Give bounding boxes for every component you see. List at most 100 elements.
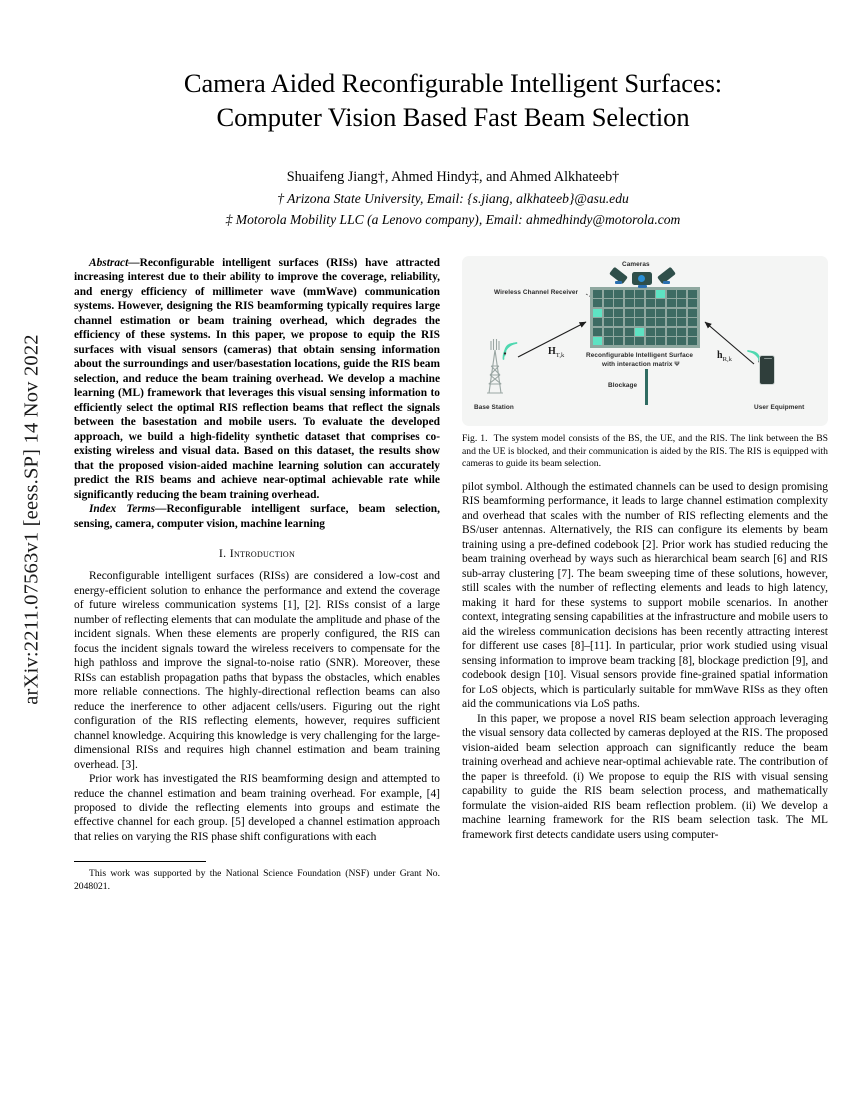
page-title-line-1: Camera Aided Reconfigurable Intelligent …: [183, 68, 723, 98]
ris-element: [677, 299, 687, 308]
ris-element: [645, 308, 655, 317]
figure-label-user-equipment: User Equipment: [754, 404, 805, 411]
index-terms-text: Reconfigurable intelligent surface, beam…: [74, 503, 440, 530]
figure-math-channel-bs: HT,k: [548, 346, 565, 359]
figure-1-caption-label: Fig. 1.: [462, 433, 488, 444]
ris-element: [603, 318, 613, 327]
ris-element: [624, 327, 634, 336]
footnote-block: This work was supported by the National …: [74, 861, 440, 893]
page-title-line-2: Computer Vision Based Fast Beam Selectio…: [216, 102, 690, 133]
two-column-body: Abstract—Reconfigurable intelligent surf…: [56, 256, 850, 893]
author-block: Shuaifeng Jiang†, Ahmed Hindy‡, and Ahme…: [56, 166, 850, 230]
ris-element-highlighted: [593, 337, 602, 345]
ris-element: [645, 299, 655, 308]
ris-element: [635, 337, 645, 345]
figure-1-caption-text: The system model consists of the BS, the…: [462, 433, 829, 470]
ris-element: [635, 299, 645, 308]
footnote-text: This work was supported by the National …: [74, 868, 440, 892]
figure-1-caption: Fig. 1. The system model consists of the…: [462, 433, 828, 471]
ris-element: [656, 318, 666, 327]
ris-element: [666, 290, 676, 298]
user-equipment-phone-icon: [759, 355, 775, 385]
arxiv-stamp: arXiv:2211.07563v1 [eess.SP] 14 Nov 2022: [0, 0, 56, 1100]
left-column: Abstract—Reconfigurable intelligent surf…: [74, 256, 440, 893]
arxiv-stamp-text: arXiv:2211.07563v1 [eess.SP] 14 Nov 2022: [20, 334, 43, 705]
ris-element: [677, 318, 687, 327]
ris-element: [635, 308, 645, 317]
ris-element: [624, 308, 634, 317]
figure-label-cameras: Cameras: [622, 261, 650, 268]
ris-element: [624, 318, 634, 327]
page-title: Camera Aided Reconfigurable Intelligent …: [103, 66, 803, 135]
ris-element: [624, 290, 634, 298]
camera-right-stand: [663, 281, 670, 284]
section-heading-introduction: I. Introduction: [218, 546, 296, 561]
figure-label-ris-line-1: Reconfigurable Intelligent Surface: [586, 352, 694, 359]
title-block: Camera Aided Reconfigurable Intelligent …: [56, 0, 850, 230]
ris-element: [656, 308, 666, 317]
abstract-paragraph: Abstract—Reconfigurable intelligent surf…: [74, 256, 440, 502]
ris-element: [666, 299, 676, 308]
ris-element: [645, 318, 655, 327]
ris-element: [677, 327, 687, 336]
ris-element: [614, 327, 624, 336]
author-affiliation-1: † Arizona State University, Email: {s.ji…: [277, 190, 629, 206]
ris-element: [656, 337, 666, 345]
figure-label-ris-line-2: with interaction matrix Ψ: [602, 361, 680, 368]
ris-element: [603, 299, 613, 308]
ris-element: [677, 337, 687, 345]
ris-element: [645, 327, 655, 336]
ris-element: [593, 327, 602, 336]
ris-element: [603, 327, 613, 336]
paper-page: Camera Aided Reconfigurable Intelligent …: [56, 0, 850, 1100]
figure-1-canvas: Cameras Wireless Channel Receiver Reconf…: [462, 256, 828, 426]
ris-element: [593, 318, 602, 327]
ris-element-highlighted: [593, 308, 602, 317]
ris-element: [688, 290, 697, 298]
camera-left-stand: [615, 281, 622, 284]
bs-antenna-dot: [503, 352, 507, 355]
blockage-bar: [645, 369, 648, 405]
figure-math-channel-ue: hR,k: [717, 350, 732, 363]
ris-element: [688, 327, 697, 336]
ris-element-highlighted: [635, 327, 645, 336]
ris-element: [614, 318, 624, 327]
ris-element: [614, 290, 624, 298]
ris-element: [677, 308, 687, 317]
ris-element-highlighted: [656, 290, 666, 298]
ris-element: [688, 299, 697, 308]
figure-label-blockage: Blockage: [608, 382, 638, 389]
ris-element: [666, 337, 676, 345]
figure-label-base-station: Base Station: [474, 404, 514, 411]
left-column-paragraph-2: Prior work has investigated the RIS beam…: [74, 773, 440, 843]
footnote-divider: [74, 861, 206, 863]
ris-element: [614, 299, 624, 308]
figure-label-wireless-receiver: Wireless Channel Receiver: [494, 289, 579, 296]
ris-element: [603, 308, 613, 317]
ris-element: [593, 299, 602, 308]
abstract-text: Reconfigurable intelligent surfaces (RIS…: [74, 257, 440, 501]
camera-center-stand: [638, 285, 647, 288]
base-station-tower: [487, 339, 503, 394]
ris-element: [603, 337, 613, 345]
ris-element: [593, 290, 602, 298]
ris-element: [614, 308, 624, 317]
bs-signal-waves: [502, 342, 518, 360]
author-affiliation-2: ‡ Motorola Mobility LLC (a Lenovo compan…: [225, 211, 681, 227]
abstract-lead-in: Abstract—: [89, 257, 140, 269]
index-terms-paragraph: Index Terms—Reconfigurable intelligent s…: [74, 502, 440, 531]
ris-element: [645, 290, 655, 298]
ris-element: [666, 327, 676, 336]
ris-element: [688, 337, 697, 345]
figure-1: Cameras Wireless Channel Receiver Reconf…: [462, 256, 828, 471]
ris-element: [677, 290, 687, 298]
right-column-paragraph-2: In this paper, we propose a novel RIS be…: [462, 712, 828, 841]
ris-element: [624, 337, 634, 345]
ris-surface-grid: [590, 287, 700, 348]
ris-element: [635, 318, 645, 327]
author-names: Shuaifeng Jiang†, Ahmed Hindy‡, and Ahme…: [286, 168, 620, 185]
ris-element: [666, 318, 676, 327]
ris-element: [688, 308, 697, 317]
ris-element: [614, 337, 624, 345]
ris-element: [656, 299, 666, 308]
